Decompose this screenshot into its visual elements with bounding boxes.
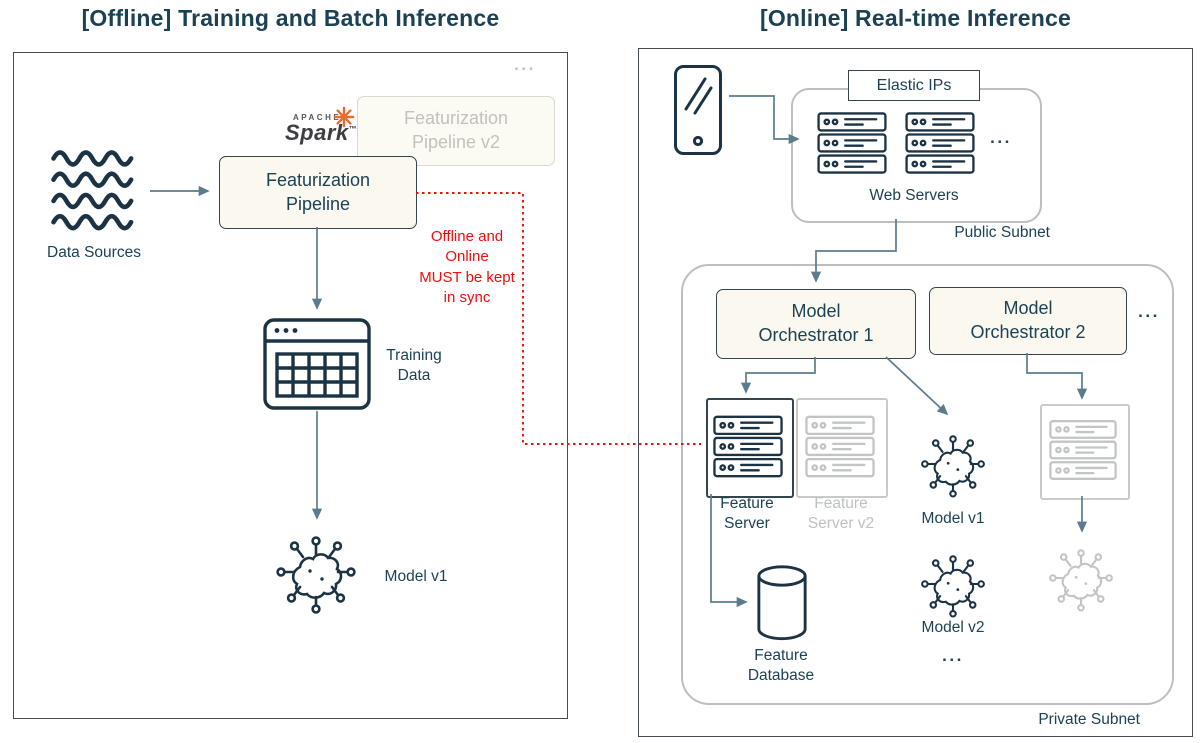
elastic-ips-box: Elastic IPs [848, 70, 980, 101]
spark-tm: ™ [348, 124, 358, 134]
web-servers-label: Web Servers [869, 187, 959, 204]
feature-server-label: Feature Server [720, 495, 774, 533]
spark-apache-text: APACHE [293, 113, 342, 122]
offline-title: [Offline] Training and Batch Inference [81, 5, 500, 31]
feature-server-v2-icon [805, 408, 875, 485]
online-model-v1-icon [916, 424, 990, 504]
private-subnet-label: Private Subnet [1038, 711, 1140, 728]
data-sources-icon [48, 143, 144, 233]
orchestrator-2-server-icon [1049, 413, 1117, 487]
online-model-v1-label: Model v1 [921, 510, 985, 527]
orchestrators-overflow-dots: ... [1138, 302, 1160, 321]
offline-overflow-dots: ... [514, 55, 536, 74]
feature-database-icon [755, 563, 809, 643]
training-data-icon [262, 317, 372, 411]
feature-server-icon [713, 408, 783, 485]
model-orchestrator-2-box: Model Orchestrator 2 [929, 287, 1127, 355]
orchestrator-2-model-icon [1044, 538, 1118, 618]
featurization-pipeline-v2-box: Featurization Pipeline v2 [357, 96, 555, 166]
web-server-icon-2 [905, 112, 975, 174]
online-title: [Online] Real-time Inference [759, 5, 1072, 31]
feature-database-label: Feature Database [747, 647, 815, 685]
online-model-v2-icon [916, 545, 990, 623]
feature-server-v2-label: Feature Server v2 [807, 495, 875, 533]
web-server-icon-1 [817, 112, 887, 174]
spark-logo: Spark™ [285, 120, 357, 146]
online-model-v2-label: Model v2 [921, 619, 985, 636]
offline-model-v1-label: Model v1 [384, 568, 448, 585]
data-sources-label: Data Sources [47, 244, 141, 261]
offline-model-v1-icon [270, 526, 362, 618]
model-orchestrator-1-box: Model Orchestrator 1 [716, 289, 916, 359]
training-data-label: Training Data [386, 347, 442, 385]
web-servers-overflow-dots: ... [990, 128, 1012, 147]
models-overflow-dots: ... [942, 646, 964, 665]
sync-warning-note: Offline and Online MUST be kept in sync [419, 228, 515, 306]
featurization-pipeline-box: Featurization Pipeline [219, 156, 417, 229]
spark-wordmark: Spark [285, 120, 349, 145]
mobile-client-icon [673, 64, 723, 156]
public-subnet-label: Public Subnet [954, 224, 1050, 241]
